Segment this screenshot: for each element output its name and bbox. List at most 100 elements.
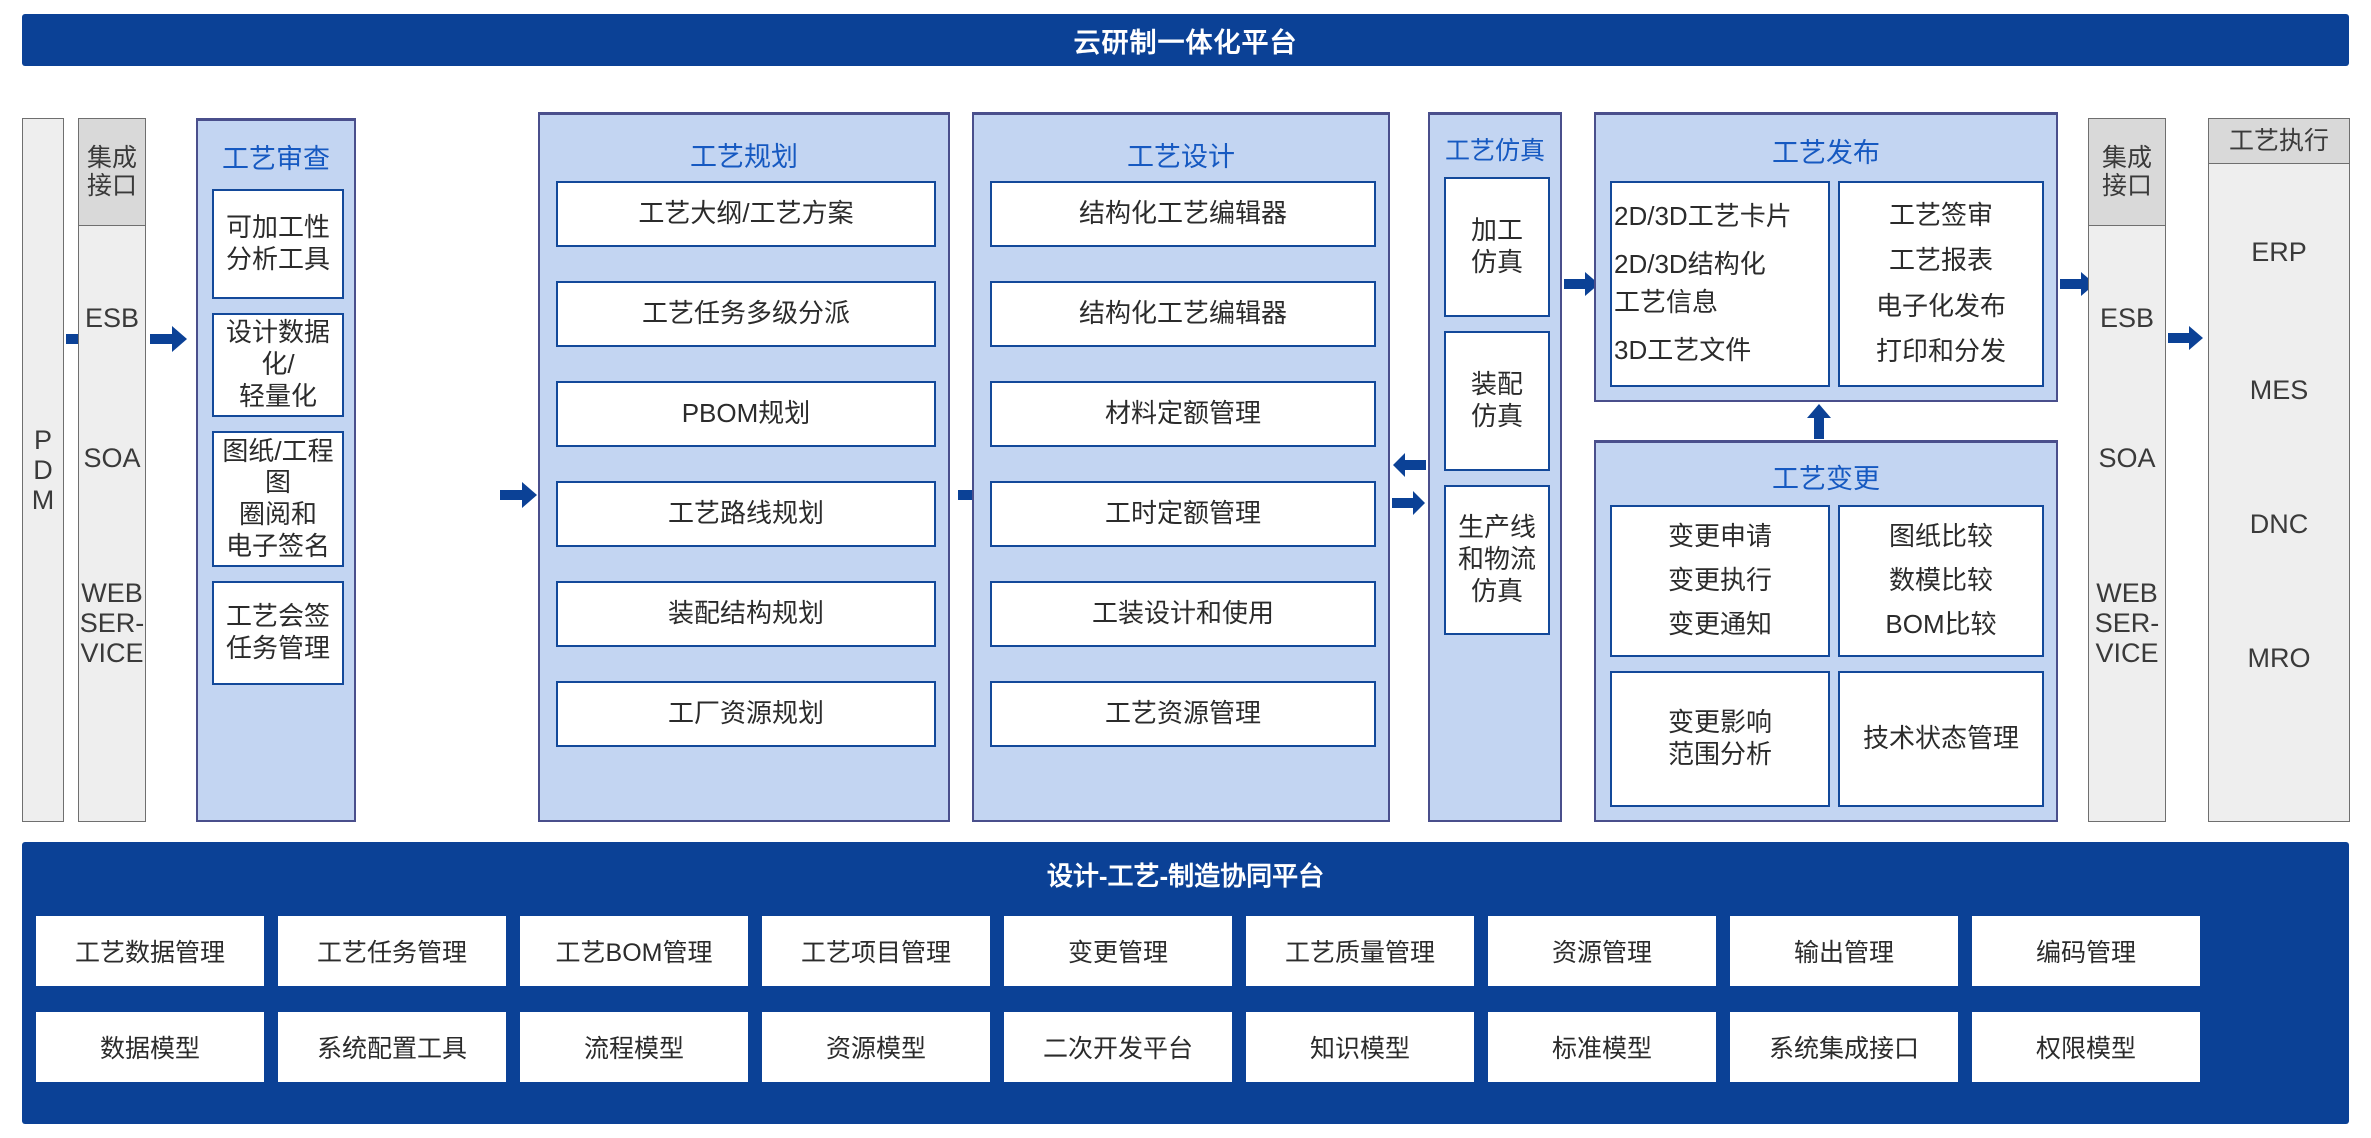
platform-row1-item-2[interactable]: 工艺BOM管理 bbox=[520, 916, 748, 986]
design-cell-3-label: 工时定额管理 bbox=[1104, 498, 1261, 529]
platform-row2-label-8: 权限模型 bbox=[2035, 1035, 2136, 1063]
right-interface-item-soa[interactable]: SOA bbox=[2089, 429, 2165, 489]
platform-row2-label-6: 标准模型 bbox=[1551, 1035, 1652, 1063]
design-cell-3[interactable]: 工时定额管理 bbox=[990, 481, 1376, 547]
review-cell-2[interactable]: 图纸/工程图 圈阅和 电子签名 bbox=[212, 431, 344, 567]
right-interface-esb-label: ESB bbox=[2099, 303, 2155, 334]
change-cell-0[interactable]: 变更申请 变更执行 变更通知 bbox=[1610, 505, 1830, 657]
execution-item-mro[interactable]: MRO bbox=[2209, 631, 2349, 687]
platform-row1-item-3[interactable]: 工艺项目管理 bbox=[762, 916, 990, 986]
planning-cell-4-label: 装配结构规划 bbox=[667, 598, 824, 629]
platform-row2-item-0[interactable]: 数据模型 bbox=[36, 1012, 264, 1082]
right-interface-item-webservice[interactable]: WEB SER- VICE bbox=[2089, 569, 2165, 679]
platform-row2-item-5[interactable]: 知识模型 bbox=[1246, 1012, 1474, 1082]
group-process-simulation[interactable]: 工艺仿真 加工 仿真 装配 仿真 生产线 和物流 仿真 bbox=[1428, 112, 1562, 822]
group-process-review[interactable]: 工艺审查 可加工性 分析工具 设计数据化/ 轻量化 图纸/工程图 圈阅和 电子签… bbox=[196, 118, 356, 822]
planning-cell-3[interactable]: 工艺路线规划 bbox=[556, 481, 936, 547]
review-cell-3-line-1: 任务管理 bbox=[225, 633, 330, 663]
platform-row1-label-8: 编码管理 bbox=[2035, 939, 2136, 967]
left-integration-interface-column[interactable]: 集成 接口 ESB SOA WEB SER- VICE bbox=[78, 118, 146, 822]
planning-cell-0[interactable]: 工艺大纲/工艺方案 bbox=[556, 181, 936, 247]
platform-row1-item-7[interactable]: 输出管理 bbox=[1730, 916, 1958, 986]
left-interface-web-line-0: WEB bbox=[81, 578, 143, 609]
simulation-cell-0-line-0: 加工 bbox=[1470, 215, 1523, 246]
platform-row1-label-7: 输出管理 bbox=[1793, 939, 1894, 967]
design-cell-2-label: 材料定额管理 bbox=[1104, 398, 1261, 429]
execution-item-erp[interactable]: ERP bbox=[2209, 225, 2349, 281]
design-cell-4[interactable]: 工装设计和使用 bbox=[990, 581, 1376, 647]
platform-row1-item-4[interactable]: 变更管理 bbox=[1004, 916, 1232, 986]
right-interface-web-line-1: SER- bbox=[2094, 608, 2160, 639]
platform-row1-item-8[interactable]: 编码管理 bbox=[1972, 916, 2200, 986]
platform-row2-item-6[interactable]: 标准模型 bbox=[1488, 1012, 1716, 1082]
collaboration-platform-panel: 设计-工艺-制造协同平台 工艺数据管理 工艺任务管理 工艺BOM管理 工艺项目管… bbox=[22, 842, 2349, 1124]
simulation-cell-2[interactable]: 生产线 和物流 仿真 bbox=[1444, 485, 1550, 635]
left-interface-item-webservice[interactable]: WEB SER- VICE bbox=[79, 569, 145, 679]
platform-row2-item-2[interactable]: 流程模型 bbox=[520, 1012, 748, 1082]
group-process-planning[interactable]: 工艺规划 工艺大纲/工艺方案 工艺任务多级分派 PBOM规划 工艺路线规划 装配… bbox=[538, 112, 950, 822]
platform-row2-label-7: 系统集成接口 bbox=[1768, 1035, 1919, 1063]
pdm-system-column[interactable]: P D M bbox=[22, 118, 64, 822]
right-interface-title-line-0: 集成 bbox=[2101, 144, 2152, 172]
group-process-design[interactable]: 工艺设计 结构化工艺编辑器 结构化工艺编辑器 材料定额管理 工时定额管理 工装设… bbox=[972, 112, 1390, 822]
left-integration-interface-title: 集成 接口 bbox=[79, 119, 145, 226]
planning-cell-1-label: 工艺任务多级分派 bbox=[641, 298, 850, 329]
review-cell-0[interactable]: 可加工性 分析工具 bbox=[212, 189, 344, 299]
left-interface-esb-label: ESB bbox=[84, 303, 140, 334]
group-process-publish[interactable]: 工艺发布 2D/3D工艺卡片 2D/3D结构化 工艺信息 3D工艺文件 工艺签审… bbox=[1594, 112, 2058, 402]
platform-row1-label-6: 资源管理 bbox=[1551, 939, 1652, 967]
right-interface-item-esb[interactable]: ESB bbox=[2089, 289, 2165, 349]
design-cell-4-label: 工装设计和使用 bbox=[1091, 598, 1274, 629]
simulation-cell-1-line-0: 装配 bbox=[1470, 369, 1523, 400]
platform-row2-label-1: 系统配置工具 bbox=[316, 1035, 467, 1063]
platform-row2-item-3[interactable]: 资源模型 bbox=[762, 1012, 990, 1082]
design-cell-1[interactable]: 结构化工艺编辑器 bbox=[990, 281, 1376, 347]
group-process-review-title: 工艺审查 bbox=[222, 144, 330, 174]
planning-cell-4[interactable]: 装配结构规划 bbox=[556, 581, 936, 647]
arrow-design-to-simulation-icon bbox=[1392, 490, 1426, 516]
planning-cell-3-label: 工艺路线规划 bbox=[667, 498, 824, 529]
process-execution-title-label: 工艺执行 bbox=[2228, 127, 2329, 155]
simulation-cell-2-line-2: 仿真 bbox=[1470, 575, 1523, 606]
platform-row2-item-8[interactable]: 权限模型 bbox=[1972, 1012, 2200, 1082]
review-cell-0-line-0: 可加工性 bbox=[225, 212, 330, 243]
publish-cell-0[interactable]: 2D/3D工艺卡片 2D/3D结构化 工艺信息 3D工艺文件 bbox=[1610, 181, 1830, 387]
simulation-cell-1[interactable]: 装配 仿真 bbox=[1444, 331, 1550, 471]
design-cell-5[interactable]: 工艺资源管理 bbox=[990, 681, 1376, 747]
platform-row1-item-5[interactable]: 工艺质量管理 bbox=[1246, 916, 1474, 986]
left-interface-item-esb[interactable]: ESB bbox=[79, 289, 145, 349]
publish-cell-1-line-0: 工艺签审 bbox=[1888, 199, 1993, 230]
group-process-change[interactable]: 工艺变更 变更申请 变更执行 变更通知 图纸比较 数模比较 BOM比较 变更影响… bbox=[1594, 440, 2058, 822]
design-cell-2[interactable]: 材料定额管理 bbox=[990, 381, 1376, 447]
platform-row1-label-3: 工艺项目管理 bbox=[800, 939, 951, 967]
design-cell-0[interactable]: 结构化工艺编辑器 bbox=[990, 181, 1376, 247]
planning-cell-5[interactable]: 工厂资源规划 bbox=[556, 681, 936, 747]
simulation-cell-2-line-0: 生产线 bbox=[1457, 512, 1536, 543]
change-cell-2[interactable]: 变更影响 范围分析 bbox=[1610, 671, 1830, 807]
execution-item-dnc[interactable]: DNC bbox=[2209, 497, 2349, 553]
left-interface-item-soa[interactable]: SOA bbox=[79, 429, 145, 489]
review-cell-1[interactable]: 设计数据化/ 轻量化 bbox=[212, 313, 344, 417]
right-integration-interface-column[interactable]: 集成 接口 ESB SOA WEB SER- VICE bbox=[2088, 118, 2166, 822]
planning-cell-1[interactable]: 工艺任务多级分派 bbox=[556, 281, 936, 347]
execution-item-mes[interactable]: MES bbox=[2209, 363, 2349, 419]
change-cell-1-line-2: BOM比较 bbox=[1885, 609, 1997, 640]
publish-cell-1-line-2: 电子化发布 bbox=[1875, 290, 2006, 321]
platform-row2-label-5: 知识模型 bbox=[1309, 1035, 1410, 1063]
process-execution-column[interactable]: 工艺执行 ERP MES DNC MRO bbox=[2208, 118, 2350, 822]
publish-cell-1[interactable]: 工艺签审 工艺报表 电子化发布 打印和分发 bbox=[1838, 181, 2044, 387]
platform-row2-item-7[interactable]: 系统集成接口 bbox=[1730, 1012, 1958, 1082]
simulation-cell-0[interactable]: 加工 仿真 bbox=[1444, 177, 1550, 317]
platform-row1-item-0[interactable]: 工艺数据管理 bbox=[36, 916, 264, 986]
platform-row2-item-1[interactable]: 系统配置工具 bbox=[278, 1012, 506, 1082]
planning-cell-2[interactable]: PBOM规划 bbox=[556, 381, 936, 447]
review-cell-3-line-0: 工艺会签 bbox=[225, 601, 330, 632]
change-cell-1[interactable]: 图纸比较 数模比较 BOM比较 bbox=[1838, 505, 2044, 657]
review-cell-3[interactable]: 工艺会签 任务管理 bbox=[212, 581, 344, 685]
left-interface-web-line-2: VICE bbox=[80, 637, 144, 668]
platform-row1-item-1[interactable]: 工艺任务管理 bbox=[278, 916, 506, 986]
simulation-cell-1-line-1: 仿真 bbox=[1470, 401, 1523, 431]
platform-row1-item-6[interactable]: 资源管理 bbox=[1488, 916, 1716, 986]
change-cell-3[interactable]: 技术状态管理 bbox=[1838, 671, 2044, 807]
platform-row2-item-4[interactable]: 二次开发平台 bbox=[1004, 1012, 1232, 1082]
